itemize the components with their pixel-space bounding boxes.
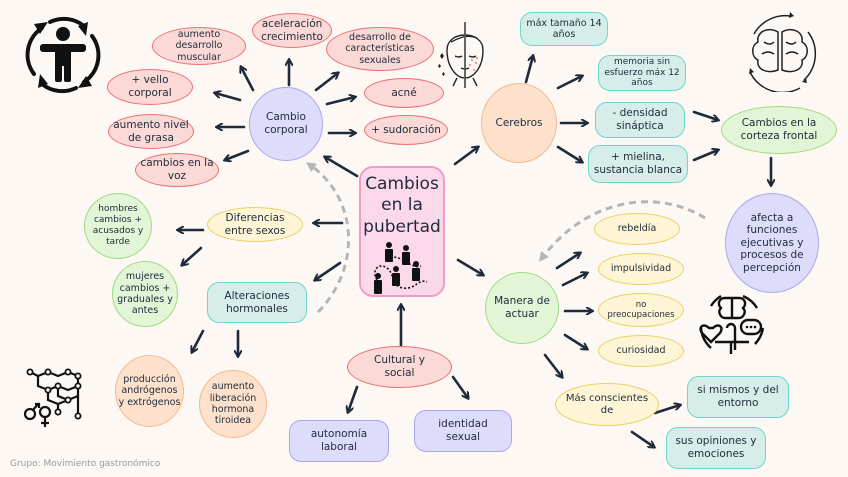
arrow: [315, 261, 342, 280]
conscientes-child: si mismos y del entorno: [687, 376, 789, 418]
arrow: [314, 73, 338, 92]
arrow: [325, 157, 359, 178]
arrow: [524, 56, 533, 84]
cambio-corporal-child: + sudoración: [364, 115, 448, 145]
conscientes-node: Más conscientes de: [555, 383, 659, 426]
arrow: [556, 145, 582, 162]
alteraciones-child: aumento liberación hormona tiroidea: [199, 370, 267, 438]
arrow: [692, 150, 718, 162]
arrow: [653, 405, 680, 415]
cultural-child: identidad sexual: [414, 410, 512, 452]
cambio-corporal-child: acné: [364, 78, 444, 108]
arrow: [453, 147, 478, 166]
conscientes-child: sus opiniones y emociones: [666, 427, 766, 469]
cambio-corporal-child: aceleración crecimiento: [252, 13, 332, 48]
cultural-child: autonomía laboral: [289, 420, 389, 462]
cambio-corporal-child: desarrollo de características sexuales: [326, 27, 434, 71]
manera-child: curiosidad: [598, 335, 684, 367]
manera-child: impulsividad: [598, 253, 684, 285]
arrow: [182, 246, 203, 265]
arrow: [561, 273, 587, 287]
arrow: [192, 329, 205, 352]
central-title-line: Cambios: [365, 174, 439, 194]
arrow: [556, 76, 582, 90]
body-rotation-icon: [25, 16, 101, 94]
footer-group-label: Grupo: Movimiento gastronómico: [10, 459, 161, 469]
cambio-corporal-child: cambios en la voz: [135, 153, 219, 187]
arrow: [451, 375, 468, 398]
node-label: Cambio corporal: [264, 111, 308, 136]
arrow: [325, 97, 355, 106]
cambio-corporal-child: aumento desarrollo muscular: [152, 27, 246, 65]
arrow: [215, 93, 242, 102]
brain-cycle-icon: [749, 12, 817, 92]
manera-child: rebeldía: [594, 213, 680, 245]
dashed-arrow-left: [305, 162, 350, 314]
arrow: [241, 67, 255, 92]
arrow: [563, 333, 587, 349]
manera-child: no preocupaciones: [598, 293, 684, 327]
diferencias-sexos-node: Diferencias entre sexos: [207, 207, 303, 242]
cerebros-child: - densidad sináptica: [595, 102, 685, 138]
hormone-molecule-icon: [23, 368, 82, 427]
arrow: [348, 385, 359, 412]
arrow: [692, 110, 718, 120]
face-acne-icon: [438, 22, 484, 88]
cambio-corporal-node: Cambio corporal: [249, 87, 323, 161]
dashed-arrow-right: [538, 200, 706, 262]
cerebros-child: + mielina, sustancia blanca: [588, 145, 688, 183]
cerebros-child: memoria sin esfuerzo máx 12 años: [598, 55, 686, 91]
central-title-line: en la: [381, 195, 423, 216]
cultural-social-node: Cultural y social: [347, 346, 452, 388]
diferencias-child: mujeres cambios + graduales y antes: [112, 261, 178, 327]
mind-emotions-icon: [699, 294, 765, 354]
central-title-line: pubertad: [363, 216, 441, 237]
arrow: [555, 253, 580, 270]
corteza-frontal-node: Cambios en la corteza frontal: [721, 106, 837, 154]
alteraciones-hormonales-node: Alteraciones hormonales: [207, 282, 307, 323]
alteraciones-child: producción andrógenos y extrógenos: [115, 355, 184, 427]
cambio-corporal-child: aumento nivel de grasa: [108, 114, 194, 149]
arrow: [630, 430, 654, 447]
arrow: [225, 149, 250, 160]
diferencias-child: hombres cambios + acusados y tarde: [84, 193, 152, 259]
arrow: [543, 353, 562, 377]
manera-actuar-node: Manera de actuar: [485, 272, 559, 344]
cambio-corporal-child: + vello corporal: [107, 69, 193, 105]
funciones-ejecutivas-node: afecta a funciones ejecutivas y procesos…: [725, 193, 819, 293]
arrow: [456, 258, 483, 275]
cerebros-node: Cerebros: [481, 83, 557, 163]
cerebros-child: máx tamaño 14 años: [520, 12, 608, 46]
people-paths-icon: [374, 241, 428, 294]
central-node: Cambios en la pubertad: [359, 166, 445, 297]
